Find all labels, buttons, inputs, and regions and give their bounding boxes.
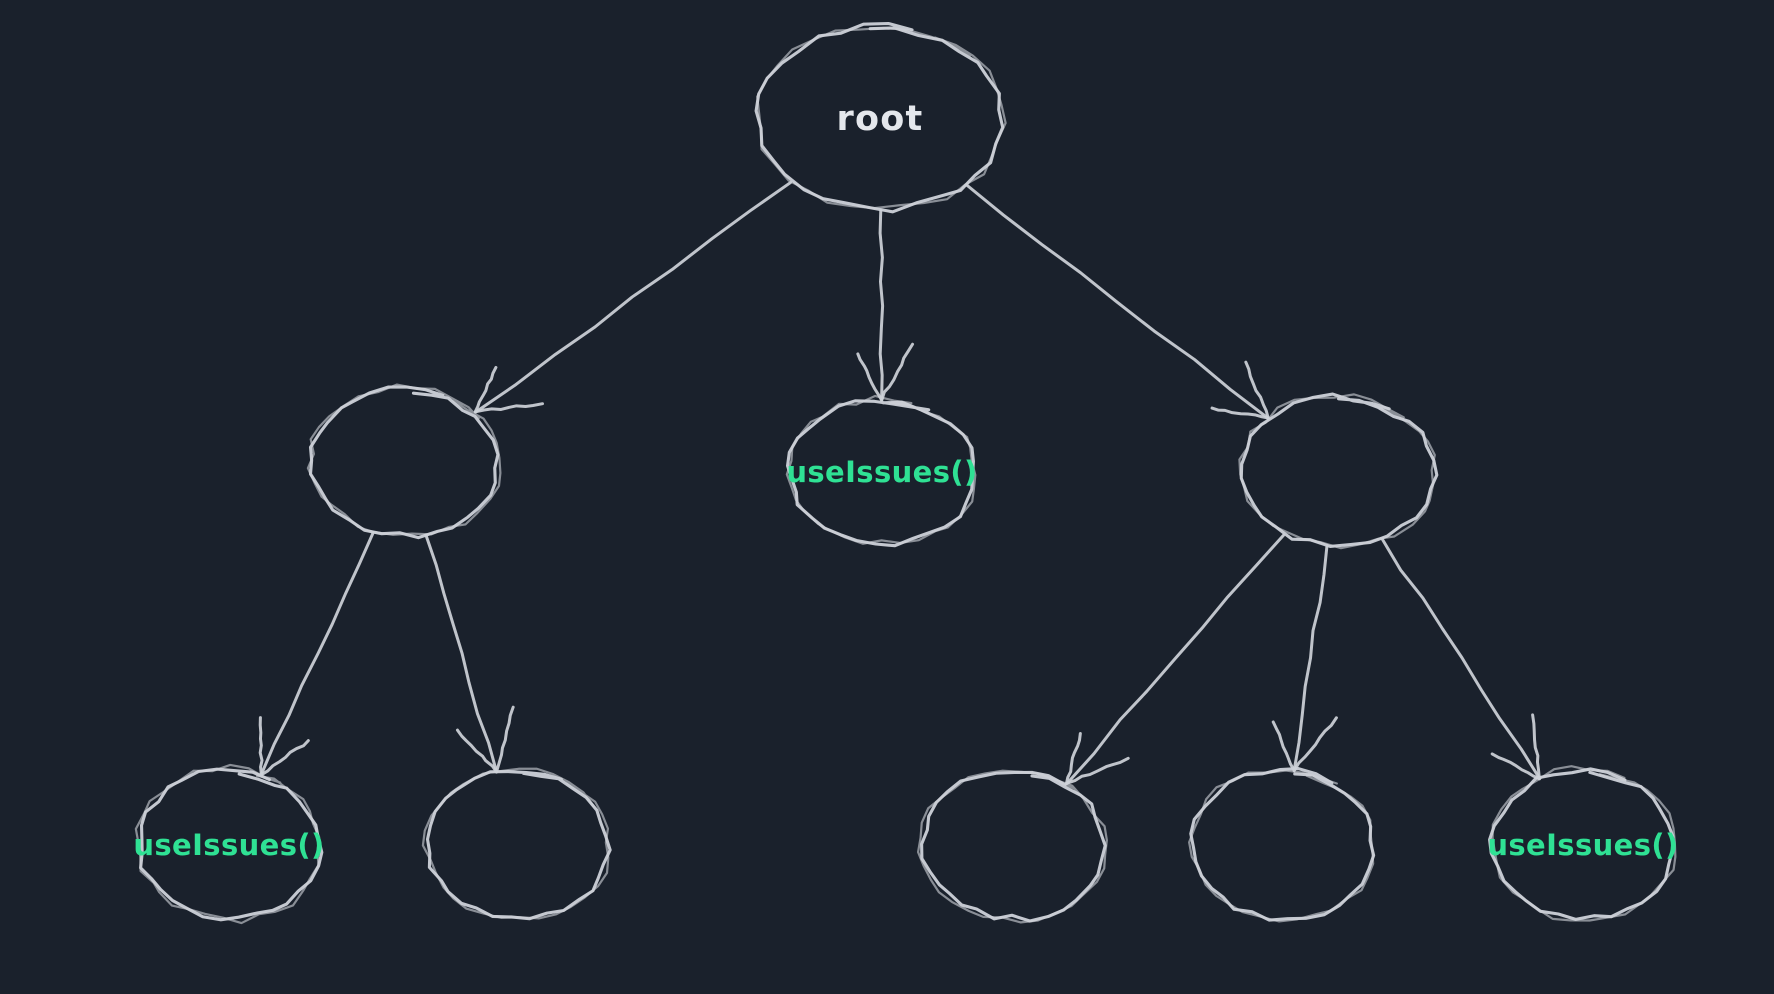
arrow-head-icon <box>1210 360 1270 420</box>
edge-root-to-n-r <box>965 183 1270 420</box>
node-outline-overstroke <box>421 767 610 920</box>
arrow-head-icon <box>856 342 915 402</box>
node-n-l[interactable] <box>306 383 502 540</box>
hook-label: useIssues() <box>133 828 324 862</box>
arrow-head-icon <box>1490 713 1542 781</box>
edge-n-l-to-n-l1 <box>258 531 375 777</box>
node-n-r[interactable] <box>1238 392 1439 550</box>
arrow-head-icon <box>258 716 310 777</box>
root-node-label: root <box>837 99 924 139</box>
edges-layer <box>258 181 1542 785</box>
node-outline-overstroke <box>1491 765 1677 922</box>
node-root[interactable]: root <box>754 21 1007 214</box>
nodes-layer: root useIssues() useIssues() useIssues() <box>133 21 1678 925</box>
hook-label: useIssues() <box>1487 828 1678 862</box>
node-n-m[interactable]: useIssues() <box>785 394 977 548</box>
node-outline-overstroke <box>785 394 977 545</box>
node-outline-overstroke <box>134 763 321 925</box>
node-n-r2[interactable] <box>1188 767 1376 923</box>
node-n-l1[interactable]: useIssues() <box>133 763 324 925</box>
node-n-r1[interactable] <box>916 769 1108 924</box>
node-outline-overstroke <box>1188 769 1375 923</box>
edge-n-r-to-n-r1 <box>1064 533 1286 785</box>
node-outline-overstroke <box>916 769 1108 924</box>
node-n-l2[interactable] <box>421 767 612 921</box>
arrow-head-icon <box>473 365 544 414</box>
node-outline-overstroke <box>306 383 502 536</box>
edge-n-r-to-n-r2 <box>1271 545 1338 773</box>
hook-label: useIssues() <box>786 455 977 489</box>
edge-root-to-n-m <box>856 208 915 402</box>
edge-root-to-n-l <box>473 181 792 414</box>
arrow-head-icon <box>1064 732 1130 785</box>
edge-n-r-to-n-r3 <box>1381 537 1542 781</box>
node-n-r3[interactable]: useIssues() <box>1487 765 1678 922</box>
edge-n-l-to-n-l2 <box>424 533 515 774</box>
arrow-head-icon <box>455 705 515 774</box>
node-outline-overstroke <box>1238 393 1436 550</box>
arrow-head-icon <box>1271 716 1338 773</box>
node-outline-overstroke <box>756 26 1007 210</box>
